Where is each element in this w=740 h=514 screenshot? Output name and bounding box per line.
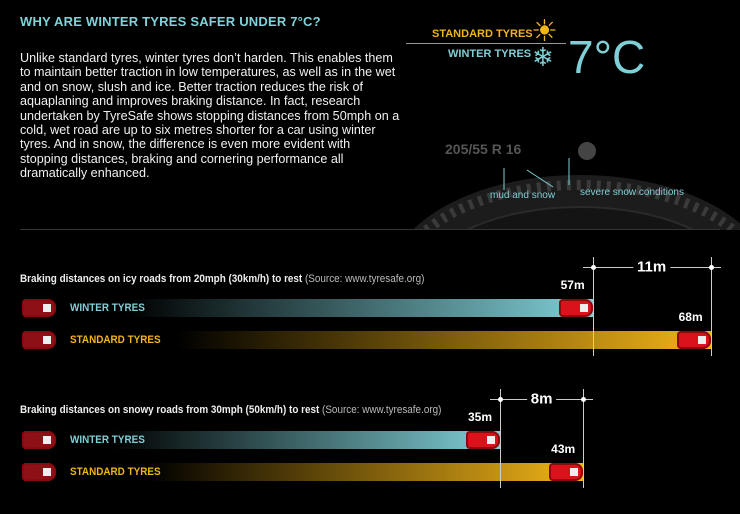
tyre-image: 205/55 R 16 [412,141,740,230]
chart-title-text: Braking distances on snowy roads from 30… [20,404,320,416]
chart-title: Braking distances on icy roads from 20mp… [20,273,424,285]
data-label: 43m [551,442,576,456]
car-icon [676,331,711,349]
bar-standard [25,463,584,481]
dimension-dot [708,265,714,270]
snowflake-icon: ❄ [532,42,554,72]
dimension-tick [592,257,594,356]
parked-car-icon [22,299,56,317]
dimension-dot [581,397,587,402]
bar-label: WINTER TYRES [70,434,145,446]
divider [20,229,720,230]
data-label: 68m [678,310,703,324]
bar-standard [25,331,711,349]
snowflake-mountain-symbol [578,142,596,160]
bar-winter [25,431,500,449]
intro-paragraph: Unlike standard tyres, winter tyres don’… [20,51,400,181]
temperature-label: 7°C [568,31,646,83]
difference-label: 8m [526,390,557,408]
dimension-dot [498,397,503,402]
dimension-dot [590,265,596,270]
dimension-tick [583,389,585,488]
dimension-tick [500,389,501,488]
bar-label: STANDARD TYRES [70,334,161,346]
chart-source: (Source: www.tyresafe.org) [322,404,442,416]
legend-winter-tyres: WINTER TYRES [448,48,532,60]
temperature-line [406,43,566,44]
sun-icon: ☀ [531,15,558,48]
data-label: 57m [560,278,585,292]
tyre-size-text: 205/55 R 16 [445,141,521,157]
dimension-tick [710,257,712,356]
callout-severe-snow: severe snow conditions [580,187,684,198]
data-label: 35m [467,410,493,424]
difference-label: 11m [633,258,671,276]
car-icon [549,463,584,481]
bar-winter [25,299,593,317]
car-icon [466,431,500,449]
callout-mud-and-snow: mud and snow [490,190,556,201]
parked-car-icon [22,431,56,449]
bar-label: STANDARD TYRES [70,466,161,478]
chart-title: Braking distances on snowy roads from 30… [20,404,441,416]
car-icon [558,299,593,317]
chart-title-text: Braking distances on icy roads from 20mp… [20,273,303,285]
parked-car-icon [22,463,56,481]
chart-source: (Source: www.tyresafe.org) [304,273,425,285]
legend-standard-tyres: STANDARD TYRES [432,28,533,40]
page-title: WHY ARE WINTER TYRES SAFER UNDER 7°C? [20,14,321,29]
bar-label: WINTER TYRES [70,302,145,314]
parked-car-icon [22,331,56,349]
